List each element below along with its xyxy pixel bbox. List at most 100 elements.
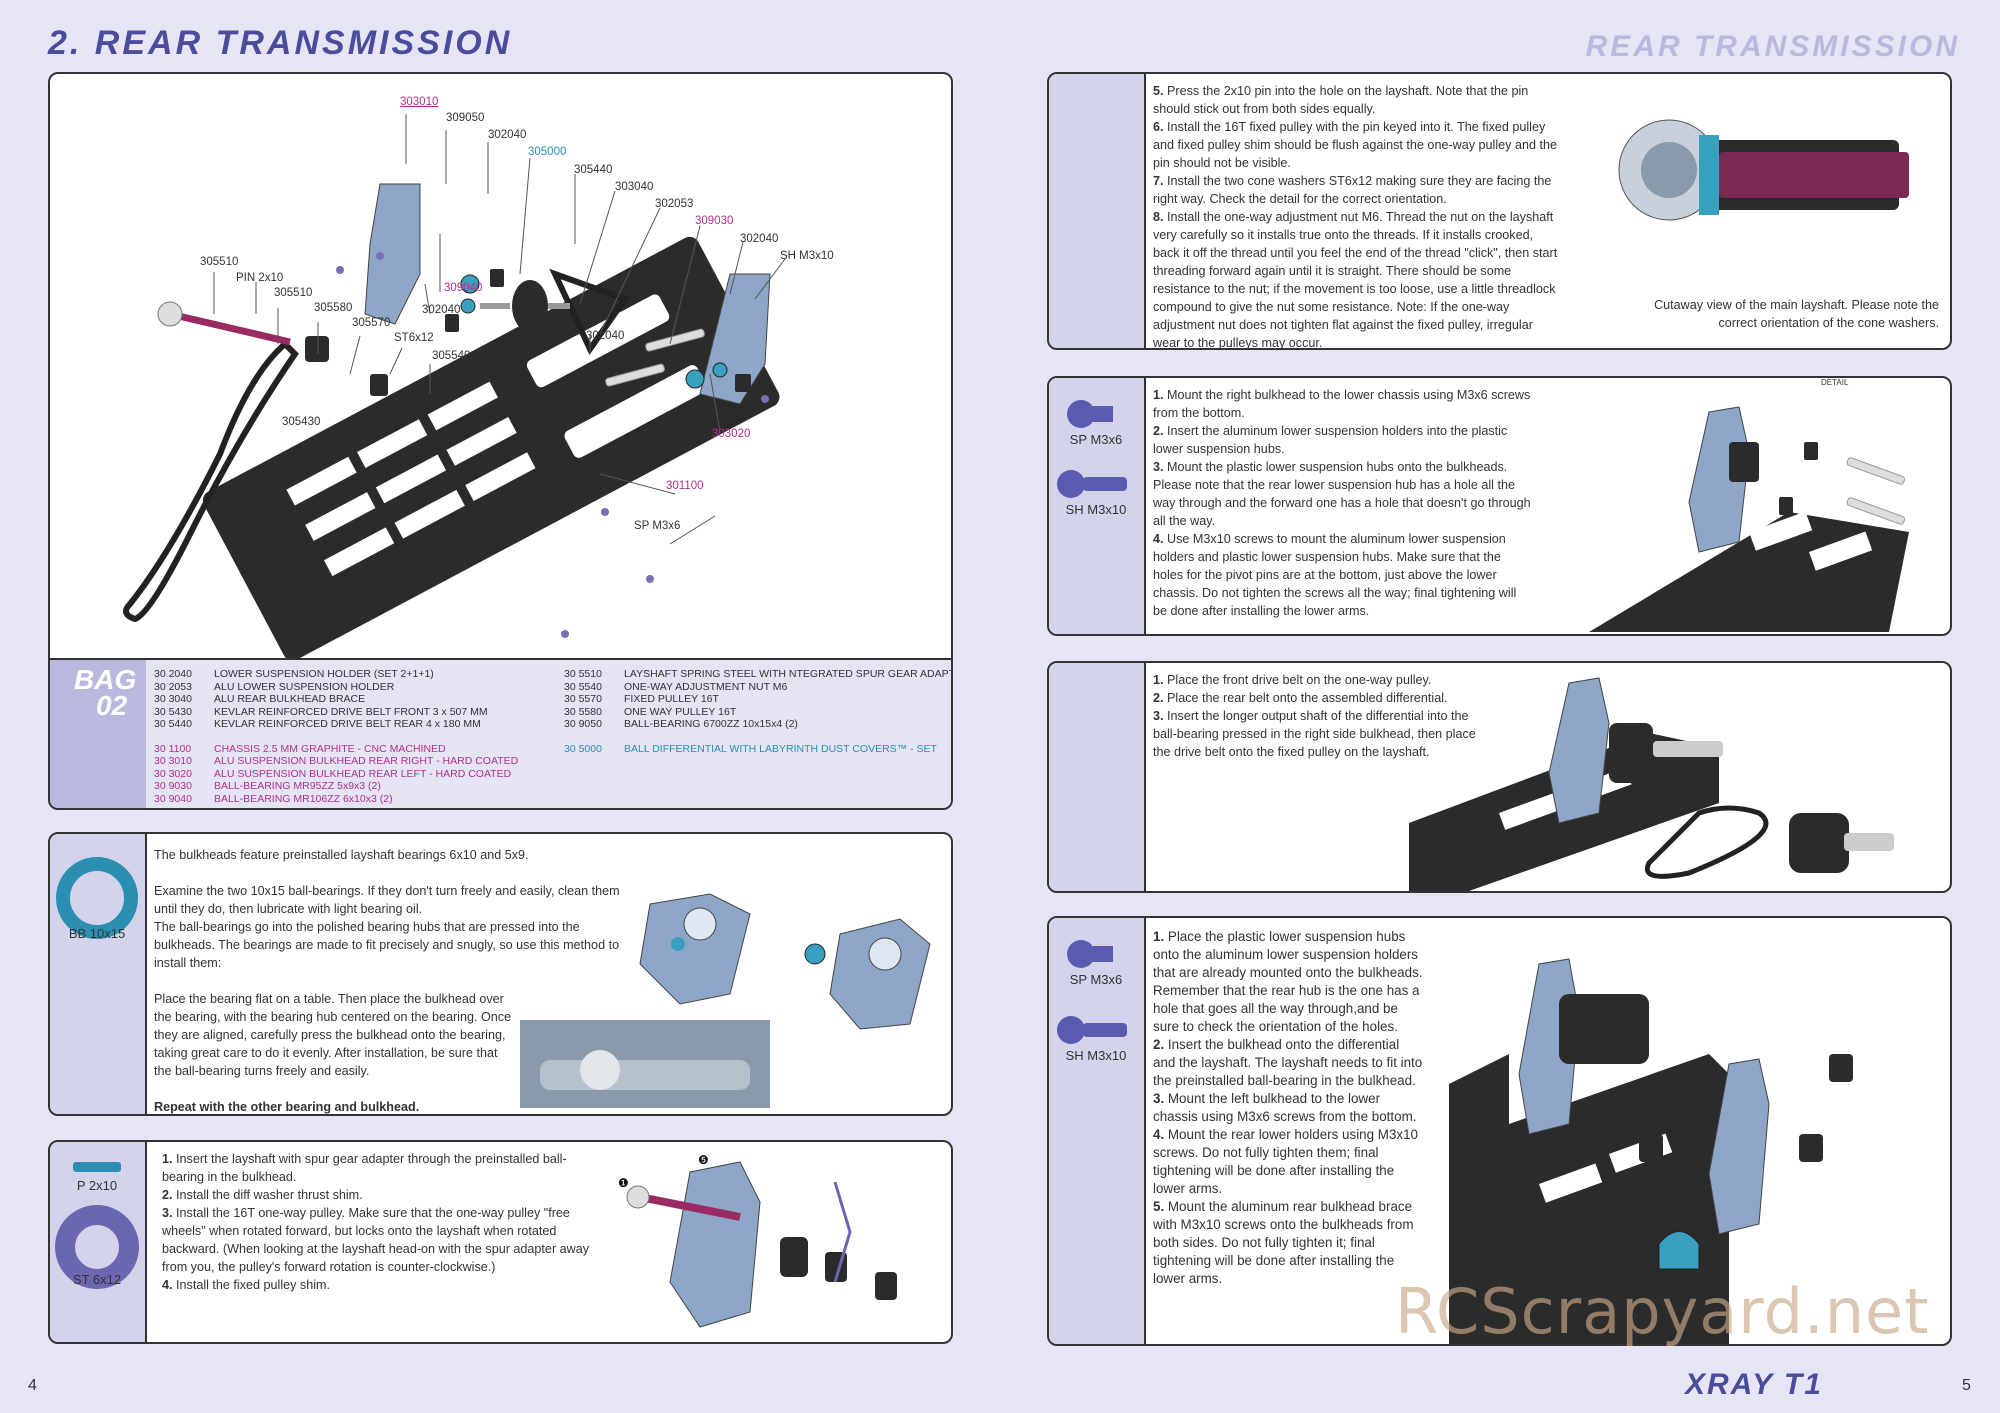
- label-303010: 303010: [400, 96, 439, 108]
- exploded-diagram-panel: 303010 309050 302040 305000 305440 30304…: [48, 72, 953, 810]
- parts-col-2: 30 5510 LAYSHAFT SPRING STEEL WITH NTEGRA…: [564, 668, 953, 756]
- bag-number: 02: [96, 690, 128, 721]
- part-description: BALL-BEARING MR106ZZ 6x10x3 (2): [214, 792, 393, 805]
- belt-step-1: Place the front drive belt on the one-wa…: [1163, 673, 1432, 687]
- pulley-text: 5. Press the 2x10 pin into the hole on t…: [1153, 84, 1558, 350]
- part-code: 30 2053: [154, 680, 192, 693]
- sh-screw-icon-2: [1057, 1016, 1127, 1044]
- watermark: RCScrapyard.net: [1395, 1275, 1930, 1348]
- layshaft-text: 1. Insert the layshaft with spur gear ad…: [162, 1152, 590, 1292]
- part-description: ONE WAY PULLEY 16T: [624, 705, 737, 718]
- part-code: 30 9040: [154, 792, 192, 805]
- bulkhead-detail-label: DETAIL: [1821, 378, 1849, 387]
- part-description: ONE-WAY ADJUSTMENT NUT M6: [624, 680, 788, 693]
- layshaft-step-4: Install the fixed pulley shim.: [172, 1278, 331, 1292]
- part-code: 30 5510: [564, 668, 602, 680]
- label-st6x12: ST6x12: [394, 332, 434, 344]
- part-code: 30 5430: [154, 705, 192, 718]
- label-pin: PIN 2x10: [236, 272, 284, 284]
- bulkhead-step-2: Insert the aluminum lower suspension hol…: [1153, 424, 1508, 456]
- layshaft-step-3: Install the 16T one-way pulley. Make sur…: [162, 1206, 590, 1274]
- pin-icon: [73, 1162, 121, 1172]
- pulley-step-5: Press the 2x10 pin into the hole on the …: [1153, 84, 1529, 116]
- part-description: ALU SUSPENSION BULKHEAD REAR RIGHT - HAR…: [214, 755, 519, 767]
- right-bulkhead: [364, 183, 421, 325]
- final-step-4: Mount the rear lower holders using M3x10…: [1153, 1127, 1418, 1196]
- part-code: 30 5540: [564, 680, 602, 693]
- part-description: LAYSHAFT SPRING STEEL WITH NTEGRATED SPU…: [624, 668, 953, 680]
- cone-washer-icon: [55, 1205, 139, 1289]
- label-305510-b: 305510: [274, 287, 313, 299]
- belt-illustration: [1409, 677, 1894, 891]
- label-302040-b: 302040: [740, 233, 779, 245]
- part-row: 30 9030 BALL-BEARING MR95ZZ 5x9x3 (2): [154, 780, 518, 793]
- part-code: 30 9050: [564, 718, 602, 730]
- part-description: BALL-BEARING MR95ZZ 5x9x3 (2): [214, 780, 381, 792]
- label-305540: 305540: [432, 350, 471, 362]
- bearing-illustration: [639, 893, 931, 1030]
- part-code: 30 5580: [564, 705, 602, 718]
- layshaft-step-1: Insert the layshaft with spur gear adapt…: [162, 1152, 567, 1184]
- belt-text: 1. Place the front drive belt on the one…: [1153, 673, 1476, 759]
- page-number-left: 4: [28, 1377, 37, 1394]
- bearing-icon: [56, 857, 138, 939]
- page-number-right: 5: [1962, 1377, 1971, 1394]
- part-description: BALL DIFFERENTIAL WITH LABYRINTH DUST CO…: [624, 742, 937, 755]
- bulkhead-panel: SP M3x6 SH M3x10 1. Mount the right bulk…: [1047, 376, 1952, 636]
- bearing-icon-label: BB 10x15: [68, 926, 126, 941]
- label-303020: 303020: [712, 428, 751, 440]
- bearing-panel-side: BB 10x15: [50, 834, 147, 1114]
- exploded-diagram: [123, 114, 786, 661]
- label-305440: 305440: [574, 164, 613, 176]
- final-text: 1. Place the plastic lower suspension hu…: [1153, 929, 1423, 1286]
- final-step-1: Place the plastic lower suspension hubs …: [1153, 929, 1423, 1034]
- belt-step-3: Insert the longer output shaft of the di…: [1153, 709, 1476, 759]
- bulkhead-illustration: [1589, 406, 1909, 632]
- final-panel-side: SP M3x6 SH M3x10: [1049, 918, 1146, 1344]
- part-row: 30 2053 ALU LOWER SUSPENSION HOLDER: [154, 681, 518, 694]
- bag-title: BAG: [74, 664, 137, 695]
- pulley-step-8: Install the one-way adjustment nut M6. T…: [1153, 210, 1558, 350]
- part-code: 30 9030: [154, 780, 192, 792]
- sp-screw-icon-2: [1067, 940, 1113, 968]
- sp-screw-label: SP M3x6: [1069, 432, 1123, 447]
- layshaft-illustration: ❶ ❺: [618, 1153, 897, 1328]
- final-step-2: Insert the bulkhead onto the differentia…: [1153, 1037, 1423, 1088]
- sh-screw-label: SH M3x10: [1065, 502, 1127, 517]
- part-description: KEVLAR REINFORCED DRIVE BELT REAR 4 x 18…: [214, 718, 481, 730]
- differential: [512, 280, 548, 332]
- part-description: LOWER SUSPENSION HOLDER (SET 2+1+1): [214, 668, 434, 680]
- bulkhead-step-1: Mount the right bulkhead to the lower ch…: [1153, 388, 1531, 420]
- part-code: 30 5570: [564, 693, 602, 705]
- bearing-p1: The bulkheads feature preinstalled laysh…: [154, 848, 529, 862]
- part-code: 30 3020: [154, 767, 192, 780]
- label-305000: 305000: [528, 146, 567, 158]
- sp-screw-icon: [1067, 400, 1113, 428]
- layshaft-step-2: Install the diff washer thrust shim.: [172, 1188, 363, 1202]
- bearing-text: The bulkheads feature preinstalled laysh…: [154, 846, 634, 1114]
- final-step-5: Mount the aluminum rear bulkhead brace w…: [1153, 1199, 1414, 1286]
- label-305580: 305580: [314, 302, 353, 314]
- bearing-p2: Examine the two 10x15 ball-bearings. If …: [154, 884, 620, 916]
- part-code: 30 3010: [154, 755, 192, 767]
- layshaft: [169, 310, 291, 346]
- layshaft-panel-side: P 2x10 ST 6x12: [50, 1142, 147, 1342]
- label-302040-c: 302040: [422, 304, 461, 316]
- part-row: 30 9040 BALL-BEARING MR106ZZ 6x10x3 (2): [154, 793, 518, 806]
- label-302053: 302053: [655, 198, 694, 210]
- part-description: ALU LOWER SUSPENSION HOLDER: [214, 680, 395, 693]
- label-sh-m3x10: SH M3x10: [780, 250, 834, 262]
- part-row: 30 5510 LAYSHAFT SPRING STEEL WITH NTEGRA…: [564, 668, 953, 681]
- bulkhead-step-4: Use M3x10 screws to mount the aluminum l…: [1153, 532, 1517, 618]
- bearing-p4: Place the bearing flat on a table. Then …: [154, 992, 512, 1078]
- label-303040: 303040: [615, 181, 654, 193]
- cutaway-illustration: [1618, 119, 1909, 221]
- part-code: 30 1100: [154, 742, 192, 755]
- pulley-step-6: Install the 16T fixed pulley with the pi…: [1153, 120, 1557, 170]
